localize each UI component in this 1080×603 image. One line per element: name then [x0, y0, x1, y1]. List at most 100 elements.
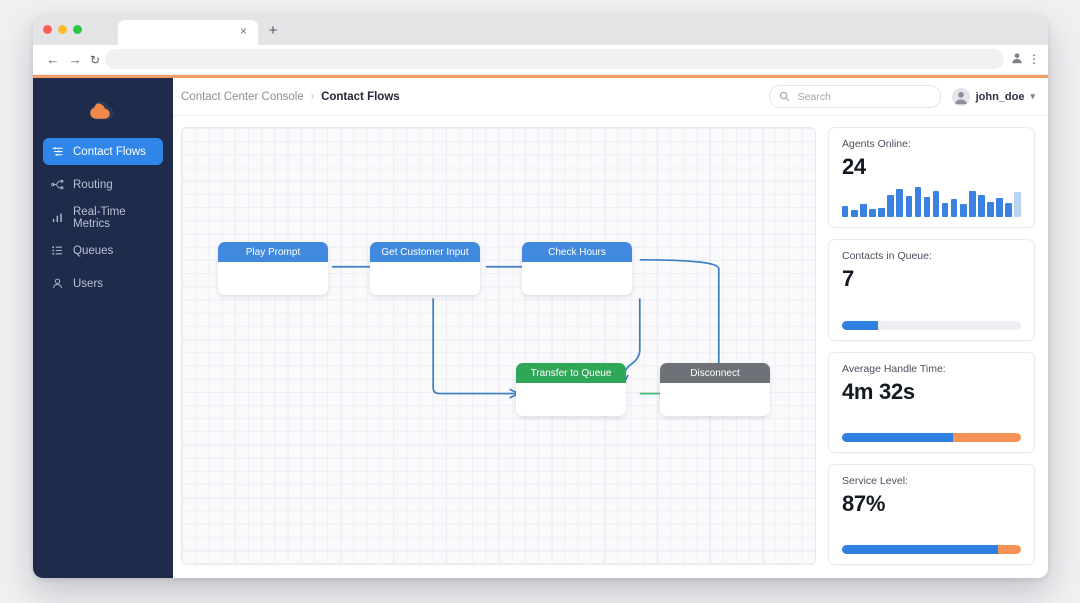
user-icon — [53, 278, 62, 289]
forward-icon[interactable]: → — [68, 52, 82, 67]
sparkline-bar — [932, 190, 940, 218]
metric-label: Agents Online: — [842, 138, 911, 150]
node-header: Disconnect — [660, 363, 770, 383]
browser-window: × + ← → ↻ ⋮ — [33, 15, 1048, 578]
user-menu[interactable]: john_doe ▾ — [951, 87, 1035, 106]
flow-node-disconnect[interactable]: Disconnect — [660, 363, 770, 416]
sparkline-bar — [996, 198, 1003, 218]
sidebar-nav: Contact Flows Routing — [33, 138, 173, 303]
metric-label: Average Handle Time: — [842, 362, 946, 375]
metric-label: Contacts in Queue: — [842, 250, 932, 263]
metrics-panel: Agents Online: 24 Contacts in Queue: 7 — [828, 127, 1035, 565]
metric-card-average-handle-time: Average Handle Time: 4m 32s — [828, 351, 1035, 453]
sparkline-bar — [878, 207, 885, 218]
breadcrumb-parent[interactable]: Contact Center Console — [181, 90, 304, 103]
sidebar-item-real-time-metrics[interactable]: Real-Time Metrics — [43, 204, 163, 231]
back-icon[interactable]: ← — [46, 52, 60, 67]
sidebar: Contact Flows Routing — [33, 78, 173, 578]
sidebar-item-label: Real-Time Metrics — [73, 205, 126, 230]
breadcrumb-current: Contact Flows — [321, 90, 400, 103]
node-header: Transfer to Queue — [516, 363, 626, 383]
service-level-progress — [842, 545, 1021, 554]
flow-node-check-hours[interactable]: Check Hours — [522, 242, 632, 295]
sparkline-bar — [1005, 202, 1012, 218]
close-window-button[interactable] — [43, 25, 52, 34]
minimize-window-button[interactable] — [58, 25, 67, 34]
app-root: Contact Flows Routing — [33, 78, 1048, 578]
sparkline-bar — [987, 201, 994, 218]
accent-strip — [33, 75, 1048, 79]
flow-canvas[interactable]: Play Prompt Get Customer Input Check Hou… — [181, 127, 816, 565]
progress-fill-orange — [952, 432, 1021, 442]
sparkline-bar — [851, 209, 858, 218]
sidebar-item-queues[interactable]: Queues — [43, 237, 163, 264]
search-icon — [779, 91, 789, 102]
sparkline-bar — [950, 199, 958, 218]
browser-tab-strip: × + — [33, 15, 1048, 45]
progress-fill-orange — [997, 545, 1021, 554]
chevron-down-icon[interactable]: ▾ — [1030, 91, 1035, 101]
sidebar-item-routing[interactable]: Routing — [43, 171, 163, 198]
flow-icon — [52, 147, 63, 156]
bar-chart-icon — [52, 213, 62, 223]
main-area: Contact Center Console › Contact Flows — [173, 78, 1048, 578]
node-header: Check Hours — [522, 242, 632, 262]
sparkline-bar — [978, 194, 985, 218]
node-body — [516, 383, 626, 416]
sidebar-item-users[interactable]: Users — [43, 270, 163, 297]
metric-value: 87% — [842, 490, 886, 516]
flow-node-get-customer-input[interactable]: Get Customer Input — [370, 242, 480, 295]
node-body — [370, 262, 480, 295]
reload-icon[interactable]: ↻ — [89, 53, 101, 67]
user-name: john_doe — [975, 90, 1025, 103]
browser-toolbar: ← → ↻ ⋮ — [33, 45, 1048, 75]
node-body — [660, 383, 770, 416]
node-header: Get Customer Input — [370, 242, 480, 262]
browser-menu-icon[interactable]: ⋮ — [1028, 52, 1040, 66]
breadcrumb-separator: › — [310, 91, 315, 102]
metric-label: Service Level: — [842, 474, 908, 487]
sparkline-bar — [905, 195, 913, 218]
browser-profile-icon[interactable] — [1010, 51, 1024, 65]
metric-card-agents-online: Agents Online: 24 — [828, 127, 1035, 229]
cloud-logo — [33, 92, 173, 128]
progress-fill-blue — [842, 432, 953, 442]
content-area: Play Prompt Get Customer Input Check Hou… — [173, 116, 1048, 578]
metric-card-service-level: Service Level: 87% — [828, 463, 1035, 565]
search-box[interactable] — [768, 85, 941, 108]
cloud-logo-icon — [90, 101, 114, 120]
flow-node-play-prompt[interactable]: Play Prompt — [218, 242, 328, 295]
avatar-icon — [951, 87, 970, 106]
browser-tab[interactable]: × — [118, 20, 258, 45]
contacts-in-queue-progress — [842, 320, 1021, 330]
sidebar-item-label: Users — [73, 277, 104, 290]
window-controls[interactable] — [43, 25, 82, 34]
node-header: Play Prompt — [218, 242, 328, 262]
sparkline-bar — [1014, 192, 1021, 218]
progress-fill-blue — [842, 320, 878, 330]
node-body — [218, 262, 328, 295]
url-input[interactable] — [105, 49, 1004, 69]
sparkline-bar — [860, 204, 867, 218]
flow-edges — [331, 258, 815, 564]
maximize-window-button[interactable] — [73, 25, 82, 34]
sparkline-bar — [923, 196, 931, 218]
sparkline-bar — [887, 194, 894, 218]
metric-card-contacts-in-queue: Contacts in Queue: 7 — [828, 239, 1035, 341]
new-tab-button[interactable]: + — [268, 22, 278, 39]
search-input[interactable] — [795, 89, 908, 104]
sidebar-item-contact-flows[interactable]: Contact Flows — [43, 138, 163, 165]
sidebar-item-label: Queues — [73, 244, 114, 257]
agents-online-sparkline — [842, 187, 1021, 218]
tab-close-icon[interactable]: × — [239, 24, 247, 38]
sparkline-bar — [869, 208, 876, 218]
average-handle-time-progress — [842, 432, 1021, 442]
flow-node-transfer-to-queue[interactable]: Transfer to Queue — [516, 363, 626, 416]
metric-value: 24 — [842, 154, 866, 179]
sidebar-item-label: Contact Flows — [73, 145, 146, 158]
sparkline-bar — [960, 204, 967, 218]
sparkline-bar — [896, 188, 903, 218]
list-icon — [52, 246, 63, 255]
sparkline-bar — [969, 190, 976, 218]
